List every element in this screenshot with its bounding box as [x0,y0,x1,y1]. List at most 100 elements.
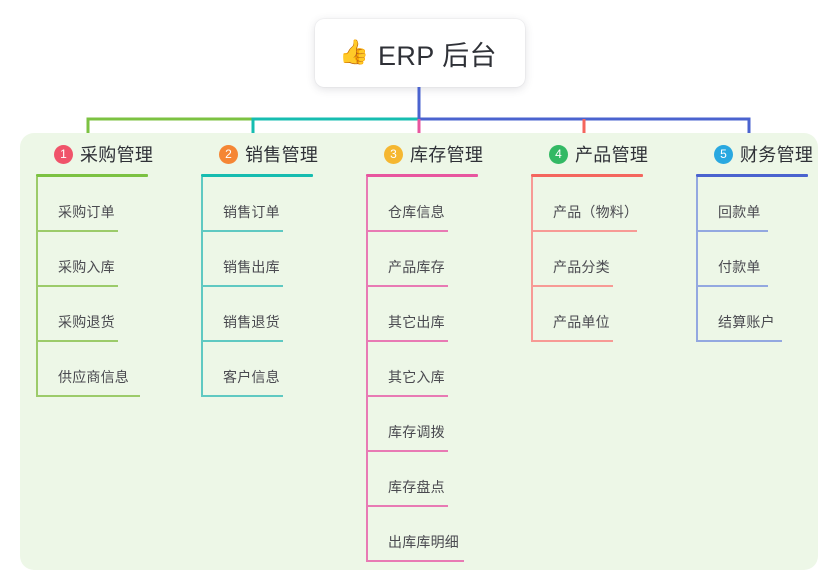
leaf-underline [366,230,448,232]
leaf-item[interactable]: 付款单 [696,232,813,287]
leaf-label: 其它出库 [388,314,445,330]
leaf-item[interactable]: 产品库存 [366,232,483,287]
leaf-label: 采购退货 [58,314,115,330]
branch-column-5: 5 财务管理回款单付款单结算账户 [696,142,813,342]
leaf-label: 销售订单 [223,204,280,220]
leaf-label: 客户信息 [223,369,280,385]
leaf-underline [201,340,283,342]
branch-number-badge-3: 3 [384,144,403,164]
root-node-title: ERP 后台 [377,40,497,71]
branch-underline-5 [696,174,808,177]
leaf-underline [531,285,613,287]
leaf-item[interactable]: 其它出库 [366,287,483,342]
leaf-item[interactable]: 采购订单 [36,177,153,232]
leaf-label: 产品（物料） [553,204,639,220]
thumbs-up-icon: 👍 [339,39,369,66]
leaf-spine-2 [201,177,203,397]
leaf-label: 销售出库 [223,259,280,275]
leaf-item[interactable]: 销售出库 [201,232,318,287]
leaf-underline [36,285,118,287]
leaf-underline [366,285,448,287]
leaf-underline [36,395,140,397]
leaf-spine-4 [531,177,533,342]
branch-underline-4 [531,174,643,177]
leaf-list-2: 销售订单销售出库销售退货客户信息 [201,177,318,397]
leaf-item[interactable]: 库存调拨 [366,397,483,452]
root-node-card[interactable]: 👍 ERP 后台 [315,19,525,87]
leaf-label: 库存盘点 [388,479,445,495]
leaf-label: 出库库明细 [388,534,459,550]
branch-header-5[interactable]: 5 财务管理 [696,142,813,166]
leaf-label: 产品单位 [553,314,610,330]
leaf-list-5: 回款单付款单结算账户 [696,177,813,342]
leaf-spine-1 [36,177,38,397]
leaf-label: 产品库存 [388,259,445,275]
leaf-underline [366,505,448,507]
leaf-label: 库存调拨 [388,424,445,440]
leaf-item[interactable]: 客户信息 [201,342,318,397]
leaf-item[interactable]: 供应商信息 [36,342,153,397]
leaf-label: 付款单 [718,259,761,275]
branch-header-4[interactable]: 4 产品管理 [531,142,648,166]
leaf-underline [366,340,448,342]
leaf-item[interactable]: 结算账户 [696,287,813,342]
leaf-item[interactable]: 采购退货 [36,287,153,342]
leaf-item[interactable]: 产品分类 [531,232,648,287]
leaf-label: 供应商信息 [58,369,129,385]
root-node-content: 👍 ERP 后台 [339,34,497,73]
leaf-item[interactable]: 库存盘点 [366,452,483,507]
leaf-underline [201,285,283,287]
leaf-item[interactable]: 出库库明细 [366,507,483,562]
branch-column-2: 2 销售管理销售订单销售出库销售退货客户信息 [201,142,318,397]
leaf-item[interactable]: 销售退货 [201,287,318,342]
leaf-underline [531,230,637,232]
leaf-underline [696,340,782,342]
leaf-label: 采购订单 [58,204,115,220]
leaf-item[interactable]: 销售订单 [201,177,318,232]
leaf-label: 结算账户 [718,314,775,330]
branch-underline-1 [36,174,148,177]
leaf-label: 回款单 [718,204,761,220]
branch-title-4: 产品管理 [575,145,649,165]
leaf-label: 其它入库 [388,369,445,385]
branch-title-5: 财务管理 [740,145,814,165]
leaf-spine-3 [366,177,368,562]
leaf-item[interactable]: 产品（物料） [531,177,648,232]
leaf-label: 采购入库 [58,259,115,275]
leaf-item[interactable]: 产品单位 [531,287,648,342]
leaf-item[interactable]: 回款单 [696,177,813,232]
leaf-underline [696,230,768,232]
leaf-item[interactable]: 其它入库 [366,342,483,397]
branch-title-3: 库存管理 [410,145,484,165]
leaf-underline [201,395,283,397]
leaf-list-1: 采购订单采购入库采购退货供应商信息 [36,177,153,397]
branch-number-badge-5: 5 [714,144,733,164]
leaf-underline [531,340,613,342]
leaf-underline [36,230,118,232]
leaf-underline [366,560,464,562]
branch-column-4: 4 产品管理产品（物料） 产品分类产品单位 [531,142,648,342]
leaf-item[interactable]: 采购入库 [36,232,153,287]
branch-number-badge-2: 2 [219,144,238,164]
leaf-label: 仓库信息 [388,204,445,220]
leaf-underline [696,285,768,287]
branch-underline-3 [366,174,478,177]
leaf-item[interactable]: 仓库信息 [366,177,483,232]
branch-number-badge-4: 4 [549,144,568,164]
branch-number-badge-1: 1 [54,144,73,164]
leaf-list-4: 产品（物料） 产品分类产品单位 [531,177,648,342]
leaf-spine-5 [696,177,698,342]
branch-header-1[interactable]: 1 采购管理 [36,142,153,166]
branch-title-1: 采购管理 [80,145,154,165]
branch-header-3[interactable]: 3 库存管理 [366,142,483,166]
leaf-label: 销售退货 [223,314,280,330]
branches-panel [20,133,818,570]
leaf-list-3: 仓库信息产品库存其它出库其它入库库存调拨库存盘点出库库明细 [366,177,483,562]
branch-underline-2 [201,174,313,177]
branch-header-2[interactable]: 2 销售管理 [201,142,318,166]
branch-title-2: 销售管理 [245,145,319,165]
leaf-underline [366,450,448,452]
branch-column-3: 3 库存管理仓库信息产品库存其它出库其它入库库存调拨库存盘点出库库明细 [366,142,483,562]
leaf-underline [36,340,118,342]
